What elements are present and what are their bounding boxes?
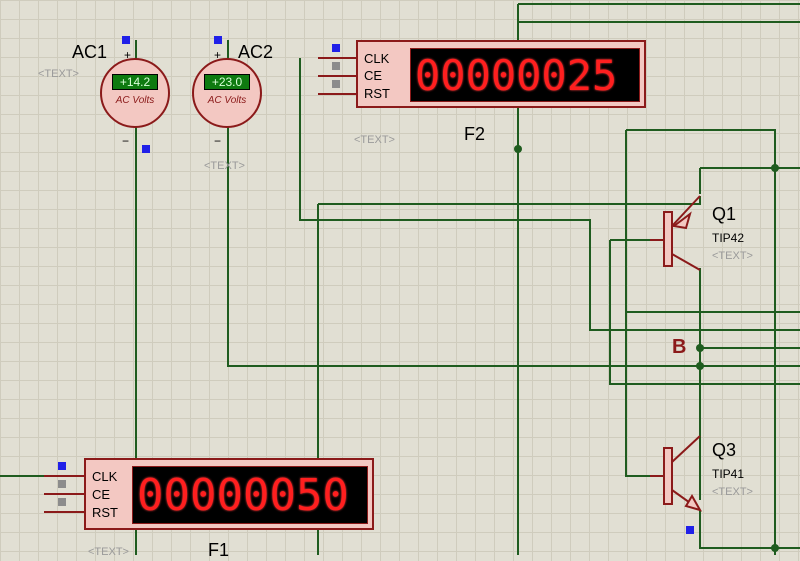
q1-transistor[interactable]: [650, 194, 702, 270]
q1-part-type: TIP42: [712, 231, 745, 245]
junction-dot: [514, 145, 522, 153]
q1-text-placeholder: <TEXT>: [712, 250, 753, 262]
wire-q3-base: [625, 312, 650, 477]
wire-q3-emitter: [699, 510, 800, 549]
f1-counter[interactable]: CLK CE RST 00000050: [84, 458, 374, 530]
wire-right-loop-a: [626, 129, 776, 555]
wire-f2-clk: [299, 58, 800, 331]
f2-pin-rst: RST: [364, 86, 390, 101]
f1-pin-clk: CLK: [92, 469, 118, 484]
q3-transistor[interactable]: [650, 434, 702, 512]
ac2-voltmeter[interactable]: +23.0 AC Volts: [192, 58, 262, 128]
junction-dot: [771, 164, 779, 172]
f2-pin-ce: CE: [364, 68, 383, 83]
f2-clk-pin-marker[interactable]: [332, 44, 340, 52]
ac1-unit: AC Volts: [115, 95, 155, 106]
f2-led-display: 00000025: [410, 48, 640, 102]
wire-base-loop: [609, 240, 800, 385]
q3-text-placeholder: <TEXT>: [712, 486, 753, 498]
wire-q1-emitter: [318, 196, 701, 205]
f1-rst-pin-marker[interactable]: [58, 498, 66, 506]
ac1-ref-label: AC1: [72, 42, 108, 62]
f2-display-digits: 00000025: [415, 50, 618, 100]
f2-counter[interactable]: CLK CE RST 00000025: [356, 40, 646, 108]
ac2-plus-sign: +: [214, 48, 222, 62]
q3-emitter-pin-marker[interactable]: [686, 526, 694, 534]
ac1-voltmeter[interactable]: +14.2 AC Volts: [100, 58, 170, 128]
junction-dot: [696, 344, 704, 352]
f2-text-placeholder: <TEXT>: [354, 134, 395, 146]
ac2-minus-sign: −: [214, 134, 222, 148]
ac1-plus-sign: +: [124, 48, 132, 62]
ac2-unit: AC Volts: [207, 95, 247, 106]
f1-pin-ce: CE: [92, 487, 111, 502]
net-label-b[interactable]: B: [672, 336, 687, 358]
f1-ref-label: F1: [208, 540, 230, 560]
f1-clk-pin-marker[interactable]: [58, 462, 66, 470]
ac2-text-placeholder: <TEXT>: [204, 160, 245, 172]
junction-dot: [696, 362, 704, 370]
ac1-minus-sign: −: [122, 134, 130, 148]
f1-text-placeholder: <TEXT>: [88, 546, 129, 558]
f1-pin-rst: RST: [92, 505, 118, 520]
ac1-reading: +14.2: [112, 74, 158, 90]
f2-ref-label: F2: [464, 124, 486, 144]
q1-ref-label: Q1: [712, 204, 737, 224]
q3-part-type: TIP41: [712, 467, 745, 481]
junction-dot: [771, 544, 779, 552]
q3-ref-label: Q3: [712, 440, 737, 460]
f2-rst-pin-marker[interactable]: [332, 80, 340, 88]
f1-led-display: 00000050: [132, 466, 368, 524]
f2-ce-pin-marker[interactable]: [332, 62, 340, 70]
ac1-text-placeholder: <TEXT>: [38, 68, 79, 80]
ac2-ref-label: AC2: [238, 42, 274, 62]
ac2-reading: +23.0: [204, 74, 250, 90]
f1-ce-pin-marker[interactable]: [58, 480, 66, 488]
ac1-plus-pin-marker[interactable]: [122, 36, 130, 44]
f2-pin-clk: CLK: [364, 51, 390, 66]
f1-display-digits: 00000050: [137, 469, 349, 521]
q1-transistor-body: [650, 195, 701, 271]
ac2-plus-pin-marker[interactable]: [214, 36, 222, 44]
ac1-minus-pin-marker[interactable]: [142, 145, 150, 153]
